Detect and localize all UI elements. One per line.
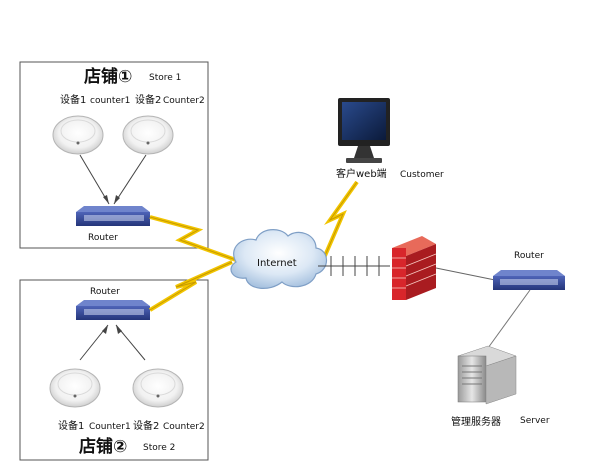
- store1-device2-cn: 设备2: [135, 93, 161, 106]
- counter-device-icon: [49, 368, 101, 408]
- store1-title-cn: 店铺①: [84, 66, 132, 87]
- router-icon: [76, 206, 150, 226]
- store2-title-cn: 店铺②: [79, 436, 127, 457]
- wireless-link-icon: [148, 260, 233, 312]
- store1-device1-en: counter1: [90, 96, 130, 106]
- store1-box: [19, 61, 209, 249]
- internet-label: Internet: [257, 258, 297, 269]
- store2-title-en: Store 2: [143, 443, 175, 453]
- firewall-icon: [392, 236, 437, 300]
- link-ticks: [330, 256, 380, 276]
- store1-title-en: Store 1: [149, 73, 181, 83]
- store2-device1-en: Counter1: [89, 422, 131, 432]
- customer-label-cn: 客户web端: [336, 167, 387, 180]
- store1-router-label: Router: [88, 233, 118, 243]
- store2-router-label: Router: [90, 287, 120, 297]
- server-router-label: Router: [514, 251, 544, 261]
- wireless-link-icon: [149, 215, 237, 262]
- store1-device1-cn: 设备1: [60, 93, 86, 106]
- wireless-link-icon: [322, 180, 359, 259]
- store2-device1-cn: 设备1: [58, 419, 84, 432]
- server-icon: [457, 345, 517, 405]
- counter-device-icon: [122, 115, 174, 155]
- router-icon: [76, 300, 150, 320]
- store2-device2-cn: 设备2: [133, 419, 159, 432]
- internet-cloud-icon: [230, 229, 328, 289]
- store2-box: [19, 279, 209, 461]
- monitor-icon: [338, 98, 390, 163]
- store2-device2-en: Counter2: [163, 422, 205, 432]
- store1-device2-en: Counter2: [163, 96, 205, 106]
- server-label-en: Server: [520, 416, 550, 426]
- server-label-cn: 管理服务器: [451, 415, 501, 428]
- counter-device-icon: [132, 368, 184, 408]
- counter-device-icon: [52, 115, 104, 155]
- customer-label-en: Customer: [400, 170, 444, 180]
- router-icon: [493, 270, 565, 290]
